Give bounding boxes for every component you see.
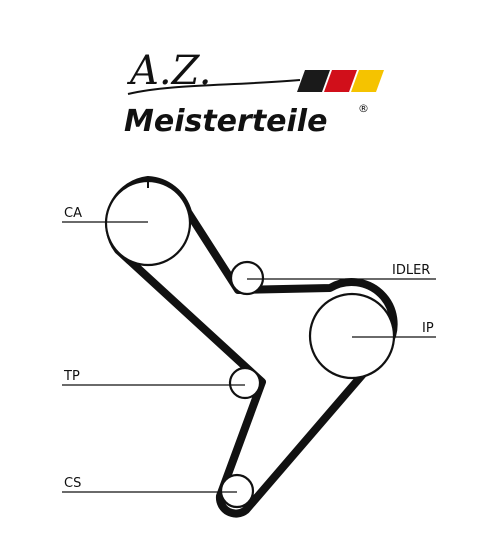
- flag-stripe-black: [297, 70, 330, 92]
- injection-pump-pulley: [308, 292, 396, 380]
- signature-swoosh: [127, 79, 301, 95]
- tensioner-pulley: [228, 366, 262, 400]
- flag-stripe-red: [324, 70, 357, 92]
- camshaft-pulley: [104, 179, 192, 267]
- label-ip: IP: [422, 321, 434, 336]
- label-cs: CS: [64, 476, 81, 491]
- label-tp: TP: [63, 369, 80, 384]
- idler-pulley: [229, 260, 265, 296]
- registered-mark: ®: [358, 102, 369, 115]
- flag-stripe-gold: [351, 70, 384, 92]
- label-idler: IDLER: [392, 263, 430, 278]
- crankshaft-pulley: [219, 473, 255, 509]
- brand-logo: A.Z. Meisterteile ®: [110, 36, 400, 146]
- label-ca: CA: [64, 206, 82, 221]
- logo-brand-name: Meisterteile: [124, 104, 327, 139]
- logo-graphic: A.Z. Meisterteile ®: [124, 48, 384, 139]
